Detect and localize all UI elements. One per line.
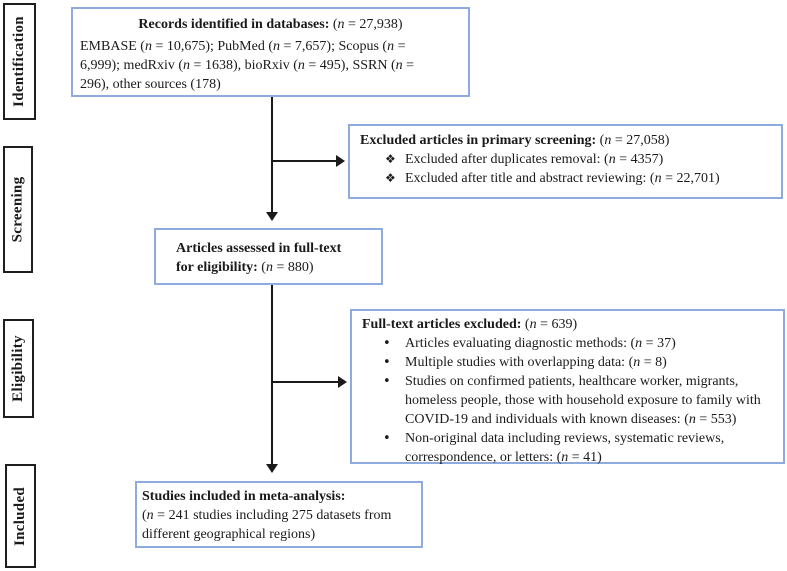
diamond-bullet-icon: ❖ — [385, 152, 396, 166]
fulltext-item-text: Multiple studies with overlapping data: … — [405, 353, 779, 372]
stage-label-identification: Identification — [11, 16, 27, 107]
excluded-primary-item: ❖ Excluded after duplicates removal: (n … — [360, 150, 777, 169]
records-identified-title: Records identified in databases: (n = 27… — [73, 15, 468, 34]
articles-assessed-box: Articles assessed in full-text for eligi… — [154, 228, 383, 285]
dot-bullet-icon: • — [383, 355, 391, 370]
assessed-line1: Articles assessed in full-text — [176, 241, 342, 256]
records-title-count: (n = 27,938) — [332, 17, 403, 32]
fulltext-item-line: Articles evaluating diagnostic methods: … — [405, 336, 676, 351]
fulltext-item-line: correspondence, or letters: (n = 41) — [405, 450, 602, 465]
fulltext-excluded-title-count: (n = 639) — [524, 317, 578, 332]
records-identified-body: EMBASE (n = 10,675); PubMed (n = 7,657);… — [73, 37, 468, 94]
fulltext-excluded-item: • Non-original data including reviews, s… — [362, 429, 779, 467]
fulltext-item-line: Studies on confirmed patients, healthcar… — [405, 374, 739, 389]
excluded-primary-item: ❖ Excluded after title and abstract revi… — [360, 169, 777, 188]
fulltext-item-line: homeless people, those with household ex… — [405, 393, 761, 408]
fulltext-excluded-item: • Articles evaluating diagnostic methods… — [362, 334, 779, 353]
fulltext-excluded-title-text: Full-text articles excluded: — [362, 317, 522, 332]
fulltext-excluded-list: • Articles evaluating diagnostic methods… — [362, 334, 779, 467]
stage-box-screening: Screening — [3, 146, 33, 273]
down-arrowhead-icon — [266, 212, 278, 221]
fulltext-item-text: Studies on confirmed patients, healthcar… — [405, 372, 779, 429]
stage-box-included: Included — [5, 464, 36, 568]
arrow-line — [272, 160, 336, 162]
diamond-bullet-icon: ❖ — [385, 171, 396, 185]
stage-box-eligibility: Eligibility — [3, 319, 34, 418]
dot-bullet-icon: • — [383, 336, 391, 351]
stage-label-included: Included — [12, 486, 28, 546]
fulltext-excluded-item: • Multiple studies with overlapping data… — [362, 353, 779, 372]
fulltext-item-line: Non-original data including reviews, sys… — [405, 431, 725, 446]
assessed-line2-count: (n = 880) — [261, 260, 314, 275]
dot-bullet-icon: • — [383, 374, 391, 389]
arrow-line — [271, 97, 273, 213]
stage-label-screening: Screening — [9, 176, 26, 243]
fulltext-item-text: Articles evaluating diagnostic methods: … — [405, 334, 779, 353]
records-identified-box: Records identified in databases: (n = 27… — [71, 7, 470, 97]
arrow-line — [272, 381, 338, 383]
fulltext-item-text: Non-original data including reviews, sys… — [405, 429, 779, 467]
assessed-line2-text: for eligibility: — [176, 260, 258, 275]
right-arrowhead-icon — [336, 155, 345, 167]
stage-label-eligibility: Eligibility — [10, 335, 26, 402]
fulltext-excluded-title: Full-text articles excluded: (n = 639) — [362, 315, 779, 334]
stage-box-identification: Identification — [3, 3, 36, 120]
right-arrowhead-icon — [338, 376, 347, 388]
arrow-line — [271, 285, 273, 465]
excluded-primary-item-text: Excluded after duplicates removal: (n = … — [405, 152, 664, 167]
fulltext-item-line: COVID-19 and individuals with known dise… — [405, 412, 737, 427]
excluded-primary-list: ❖ Excluded after duplicates removal: (n … — [360, 150, 777, 188]
excluded-primary-title-text: Excluded articles in primary screening: — [360, 133, 597, 148]
excluded-primary-screening-box: Excluded articles in primary screening: … — [348, 124, 783, 199]
studies-included-title: Studies included in meta-analysis: — [142, 489, 346, 504]
records-body-line: 296), other sources (178) — [80, 77, 221, 92]
assessed-line2: for eligibility: (n = 880) — [176, 258, 377, 277]
fulltext-item-line: Multiple studies with overlapping data: … — [405, 355, 667, 370]
excluded-primary-title: Excluded articles in primary screening: … — [360, 131, 777, 150]
fulltext-excluded-item: • Studies on confirmed patients, healthc… — [362, 372, 779, 429]
records-body-line: 6,999); medRxiv (n = 1638), bioRxiv (n =… — [80, 58, 415, 73]
excluded-primary-item-text: Excluded after title and abstract review… — [405, 171, 720, 186]
records-title-text: Records identified in databases: — [138, 17, 330, 32]
records-body-line: EMBASE (n = 10,675); PubMed (n = 7,657);… — [80, 39, 406, 54]
down-arrowhead-icon — [266, 464, 278, 473]
excluded-primary-title-count: (n = 27,058) — [599, 133, 670, 148]
studies-included-body-line: (n = 241 studies including 275 datasets … — [142, 508, 392, 523]
studies-included-body-line: different geographical regions) — [142, 527, 316, 542]
fulltext-excluded-box: Full-text articles excluded: (n = 639) •… — [350, 309, 785, 467]
studies-included-box: Studies included in meta-analysis: (n = … — [135, 481, 423, 548]
dot-bullet-icon: • — [383, 431, 391, 446]
